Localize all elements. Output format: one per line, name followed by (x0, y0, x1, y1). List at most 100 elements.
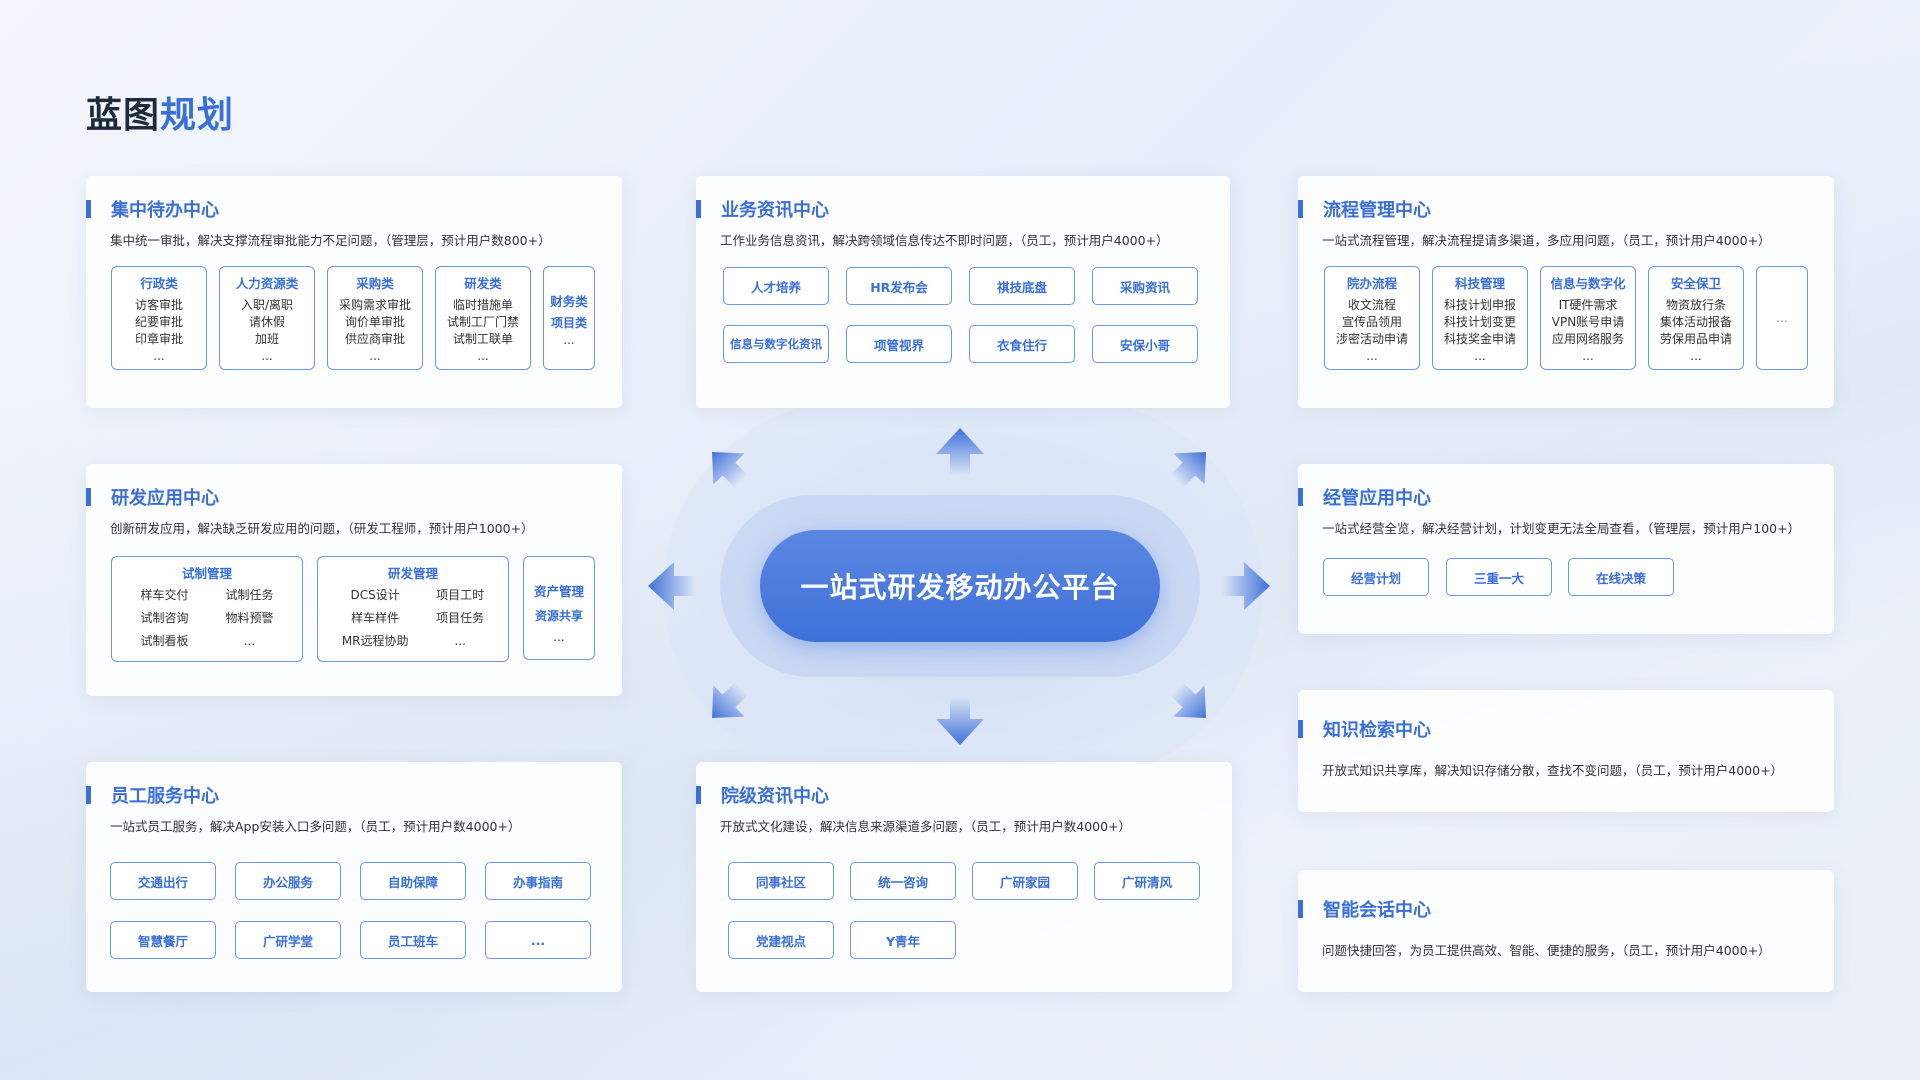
card-title: 业务资讯中心 (696, 196, 829, 222)
group-xinxi[interactable]: 信息与数字化 IT硬件需求 VPN账号申请 应用网络服务 ... (1540, 266, 1636, 370)
arrow-up-left-icon (712, 452, 749, 489)
card-title: 集中待办中心 (86, 196, 219, 222)
group-renli[interactable]: 人力资源类 入职/离职 请休假 加班 ... (219, 266, 315, 370)
arrow-down-right-icon (1169, 681, 1206, 718)
tag-hr[interactable]: HR发布会 (846, 267, 952, 305)
group-item: ... (1582, 349, 1594, 363)
group-item: 科技计划变更 (1443, 315, 1516, 329)
group-item: 询价单审批 (344, 315, 405, 329)
card-title-text: 业务资讯中心 (721, 200, 829, 221)
card-yewu: 业务资讯中心 工作业务信息资讯，解决跨领域信息传达不即时问题，（员工，预计用户4… (696, 176, 1230, 408)
group-item: 样车交付 (140, 588, 189, 602)
group-item: ... (1690, 349, 1702, 363)
tag-canting[interactable]: 智慧餐厅 (110, 921, 216, 959)
more-box[interactable]: ... (1756, 266, 1808, 370)
tag-caigou[interactable]: 采购资讯 (1092, 267, 1198, 305)
group-caiwu[interactable]: 财务类 项目类 ... (543, 266, 595, 370)
group-col-right: 试制任务 物料预警 ... (225, 584, 273, 653)
tag-banshi[interactable]: 办事指南 (485, 862, 591, 900)
tag-banche[interactable]: 员工班车 (360, 921, 466, 959)
tag-qingfeng[interactable]: 广研清风 (1094, 862, 1200, 900)
card-title: 经管应用中心 (1298, 484, 1431, 510)
group-title: 试制管理 (181, 566, 232, 581)
group-item: 宣传品领用 (1341, 315, 1402, 329)
group-title: 研发类 (464, 276, 502, 291)
tag-yishi[interactable]: 衣食住行 (969, 325, 1075, 363)
tag-xuetang[interactable]: 广研学堂 (235, 921, 341, 959)
tag-sanzhong[interactable]: 三重一大 (1446, 558, 1552, 596)
arrow-up-right-icon (1169, 452, 1206, 489)
card-title: 知识检索中心 (1298, 716, 1431, 742)
group-yanfa[interactable]: 研发类 临时措施单 试制工厂门禁 试制工联单 ... (435, 266, 531, 370)
tag-jingying[interactable]: 经营计划 (1323, 558, 1429, 596)
title-bar (86, 488, 91, 506)
group-item: 试制任务 (225, 588, 274, 602)
group-item: 科技奖金申请 (1443, 332, 1516, 346)
group-shizhi[interactable]: 试制管理 样车交付 试制咨询 试制看板 试制任务 物料预警 ... (111, 556, 303, 662)
group-yanfaguanli[interactable]: 研发管理 DCS设计 样车样件 MR远程协助 项目工时 项目任务 ... (317, 556, 509, 662)
group-yuanban[interactable]: 院办流程 收文流程 宣传品领用 涉密活动申请 ... (1324, 266, 1420, 370)
card-title: 流程管理中心 (1298, 196, 1431, 222)
group-anquan[interactable]: 安全保卫 物资放行条 集体活动报备 劳保用品申请 ... (1648, 266, 1744, 370)
group-item: MR远程协助 (341, 634, 409, 648)
group-item: 应用网络服务 (1551, 332, 1624, 346)
card-desc: 开放式知识共享库，解决知识存储分散，查找不变问题，（员工，预计用户4000+） (1322, 763, 1784, 778)
tag-zizhu[interactable]: 自助保障 (360, 862, 466, 900)
group-title: 院办流程 (1346, 276, 1397, 291)
tag-zaixian[interactable]: 在线决策 (1568, 558, 1674, 596)
group-zichan[interactable]: 资产管理 资源共享 ... (523, 556, 595, 660)
group-item: 采购需求审批 (338, 298, 411, 312)
tag-tongyi[interactable]: 统一咨询 (850, 862, 956, 900)
group-item: 劳保用品申请 (1659, 332, 1732, 346)
card-jingguan: 经管应用中心 一站式经营全览，解决经营计划，计划变更无法全局查看，（管理层，预计… (1298, 464, 1834, 634)
title-bar (86, 786, 91, 804)
card-title-text: 经管应用中心 (1323, 488, 1431, 509)
group-item: 资源共享 (534, 609, 583, 623)
group-col-right: 项目工时 项目任务 ... (436, 584, 484, 653)
tag-dangjian[interactable]: 党建视点 (728, 921, 834, 959)
group-title: 安全保卫 (1670, 276, 1721, 291)
card-liucheng: 流程管理中心 一站式流程管理，解决流程提请多渠道，多应用问题，（员工，预计用户4… (1298, 176, 1834, 408)
group-cols: 样车交付 试制咨询 试制看板 试制任务 物料预警 ... (112, 584, 302, 653)
group-col-left: 样车交付 试制咨询 试制看板 (140, 584, 188, 653)
card-yanfa: 研发应用中心 创新研发应用，解决缺乏研发应用的问题，（研发工程师，预计用户100… (86, 464, 622, 696)
tag-tongshi[interactable]: 同事社区 (728, 862, 834, 900)
tag-rencai[interactable]: 人才培养 (723, 267, 829, 305)
tag-xinxi[interactable]: 信息与数字化资讯 (723, 325, 829, 363)
group-item: ... (261, 349, 273, 363)
group-item: ... (243, 634, 256, 648)
tag-yqingnian[interactable]: Y青年 (850, 921, 956, 959)
tag-anbao[interactable]: 安保小哥 (1092, 325, 1198, 363)
tag-xiangguan[interactable]: 项管视界 (846, 325, 952, 363)
group-item: 临时措施单 (452, 298, 513, 312)
group-xingzheng[interactable]: 行政类 访客审批 纪要审批 印章审批 ... (111, 266, 207, 370)
tag-qiji[interactable]: 祺技底盘 (969, 267, 1075, 305)
group-keji[interactable]: 科技管理 科技计划申报 科技计划变更 科技奖金申请 ... (1432, 266, 1528, 370)
group-caigou[interactable]: 采购类 采购需求审批 询价单审批 供应商审批 ... (327, 266, 423, 370)
group-col-left: DCS设计 样车样件 MR远程协助 (342, 584, 409, 653)
card-title-text: 流程管理中心 (1323, 200, 1431, 221)
card-desc: 一站式流程管理，解决流程提请多渠道，多应用问题，（员工，预计用户4000+） (1322, 233, 1771, 248)
tag-bangong[interactable]: 办公服务 (235, 862, 341, 900)
hub-core[interactable]: 一站式研发移动办公平台 (760, 530, 1160, 642)
tag-jiaotong[interactable]: 交通出行 (110, 862, 216, 900)
group-title: 采购类 (356, 276, 394, 291)
tag-more[interactable]: ... (485, 921, 591, 959)
group-cols: DCS设计 样车样件 MR远程协助 项目工时 项目任务 ... (318, 584, 508, 653)
card-title: 研发应用中心 (86, 484, 219, 510)
title-bar (86, 200, 91, 218)
group-title: 人力资源类 (235, 276, 299, 291)
group-item: IT硬件需求 (1558, 298, 1618, 312)
page-title: 蓝图规划 (86, 86, 234, 138)
group-item: 试制工联单 (452, 332, 513, 346)
group-item: 纪要审批 (134, 315, 183, 329)
group-item: 物料预警 (225, 611, 274, 625)
group-item: 访客审批 (134, 298, 183, 312)
group-item: 加班 (254, 332, 279, 346)
group-title: 财务类 (550, 294, 588, 309)
arrow-down-left-icon (712, 681, 749, 718)
group-item: 印章审批 (134, 332, 183, 346)
tag-jiayuan[interactable]: 广研家园 (972, 862, 1078, 900)
group-item: ... (563, 333, 575, 347)
